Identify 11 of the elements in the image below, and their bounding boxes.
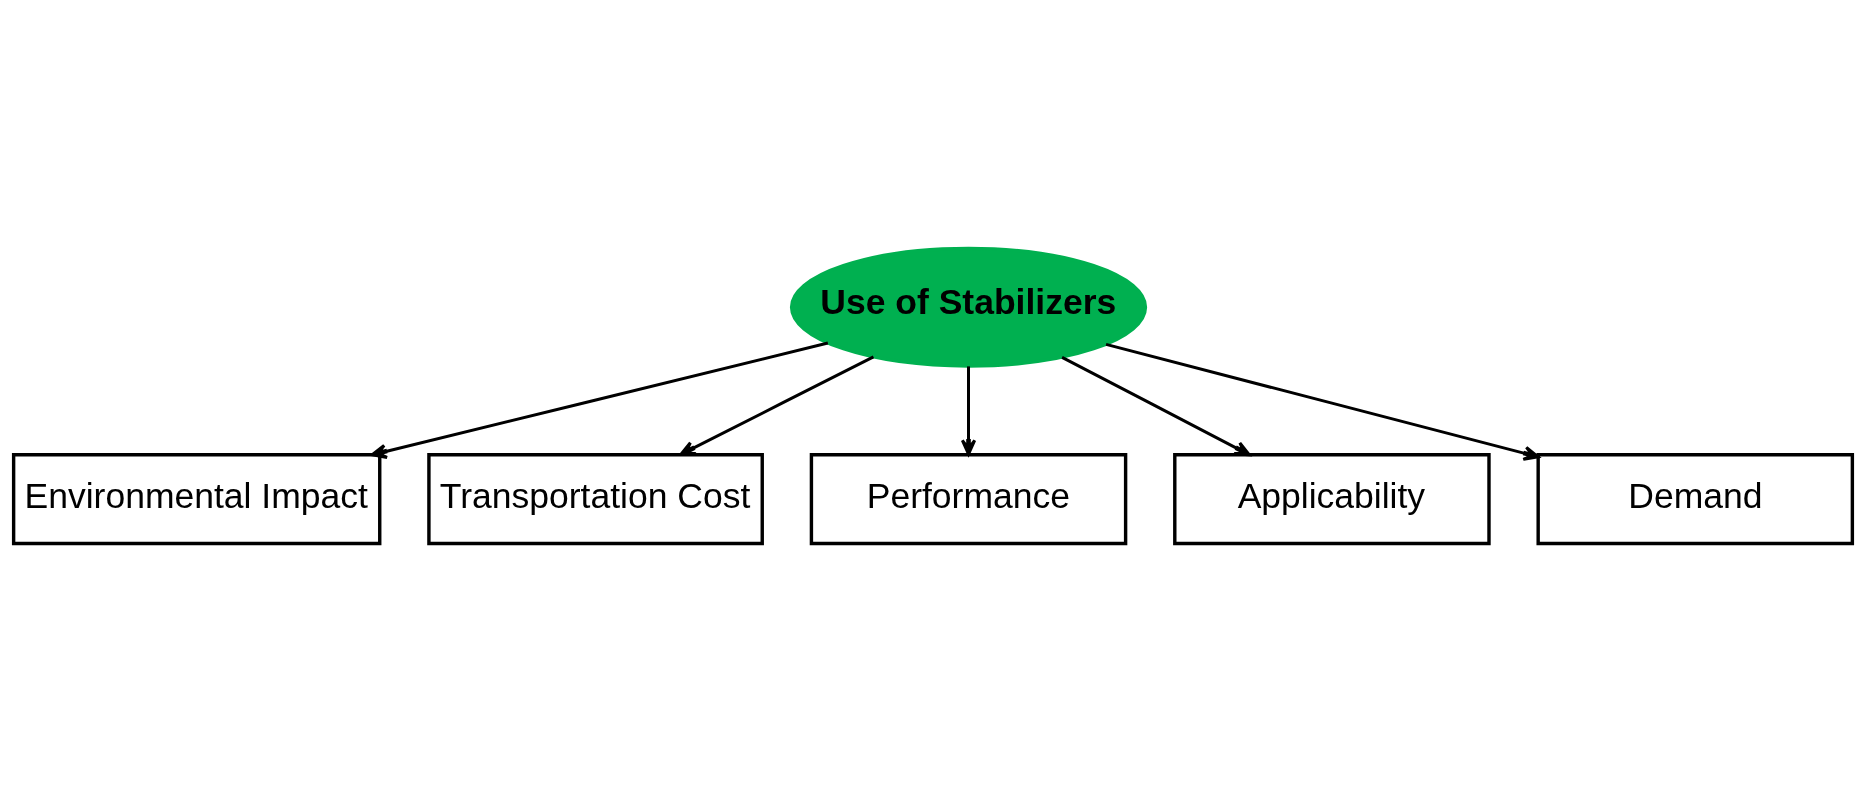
node-ellipse: Use of Stabilizers (789, 246, 1148, 368)
node-box: Demand (1536, 453, 1855, 546)
node-box: Performance (809, 453, 1128, 546)
node-box: Transportation Cost (427, 453, 764, 546)
arrow (1105, 342, 1540, 461)
arrow (960, 366, 977, 456)
arrow (1061, 355, 1251, 457)
arrow (679, 355, 875, 456)
node-box: Environmental Impact (11, 453, 382, 546)
node-box: Applicability (1173, 453, 1491, 546)
arrow (370, 341, 829, 459)
